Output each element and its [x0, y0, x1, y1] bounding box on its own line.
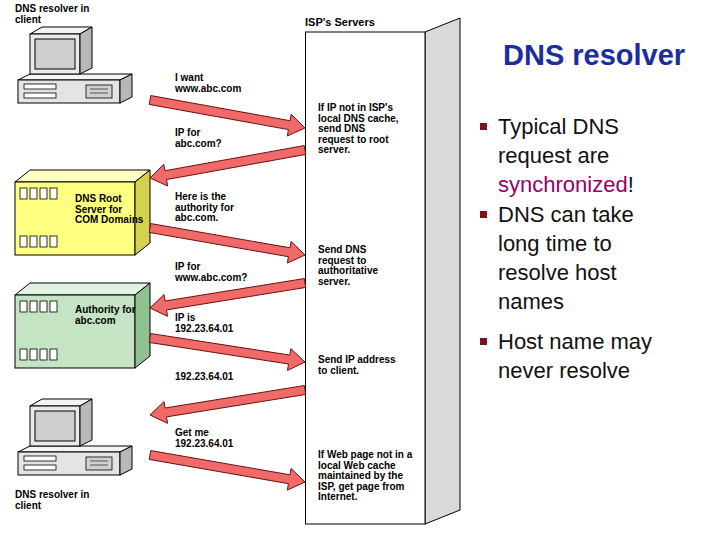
illustration-part [40, 236, 47, 247]
punctuation: ! [628, 172, 634, 197]
server-side [135, 283, 150, 368]
illustration-part [20, 301, 27, 312]
node-text: DNS resolver in client [15, 490, 95, 511]
server-top [15, 170, 150, 182]
illustration-part [30, 301, 37, 312]
bullet-body: DNS can take long time to resolve host n… [498, 200, 670, 316]
bullet-text: Host name may never resolve [498, 329, 652, 383]
bullet-item: Typical DNS request aresynchronized! [478, 112, 708, 199]
illustration-part [50, 301, 57, 312]
illustration-part [40, 301, 47, 312]
node-text: If IP not in ISP's local DNS cache, send… [318, 103, 404, 156]
bullet-item: Host name may never resolve [478, 327, 708, 385]
computer-icon [18, 27, 132, 103]
bullet-line: synchronized! [498, 170, 670, 199]
bullet-body: Typical DNS request aresynchronized! [498, 112, 670, 199]
illustration-part [50, 349, 57, 360]
authority-server-box: Authority for abc.com [15, 283, 150, 368]
arrow-label: Get me 192.23.64.01 [175, 428, 247, 449]
bullet-marker [480, 338, 487, 345]
highlight-word: synchronized [498, 172, 628, 197]
drive-slots [20, 301, 57, 360]
request-arrow [149, 334, 305, 371]
bullet-marker [480, 211, 487, 218]
column-heading: ISP's Servers [305, 16, 420, 28]
computer-icon [18, 399, 132, 475]
server-side [135, 170, 150, 255]
request-arrow [150, 279, 306, 317]
bullet-body: Host name may never resolve [498, 327, 670, 385]
root-server-illustration [15, 170, 150, 255]
bullet-item: DNS can take long time to resolve host n… [478, 200, 708, 316]
request-arrow [149, 451, 305, 491]
node-text: DNS Root Server for COM Domains [75, 194, 145, 226]
illustration-part [40, 188, 47, 199]
node-text: DNS resolver in client [15, 4, 95, 25]
bullet-text: Typical DNS request are [498, 114, 619, 168]
root-server-box: DNS Root Server for COM Domains [15, 170, 150, 255]
illustration-part [50, 236, 57, 247]
node-text: Send IP address to client. [318, 355, 404, 376]
illustration-part [30, 188, 37, 199]
request-arrow [149, 224, 305, 264]
authority-server-illustration [15, 283, 150, 368]
illustration-part [30, 349, 37, 360]
illustration-part [30, 236, 37, 247]
node-text: If Web page not in a local Web cache mai… [318, 450, 418, 503]
arrow-label: IP is 192.23.64.01 [175, 313, 247, 334]
column-front [306, 32, 426, 524]
arrow-label: 192.23.64.01 [175, 372, 255, 383]
illustration-part [20, 349, 27, 360]
bullet-marker [480, 123, 487, 130]
request-arrow [149, 96, 305, 136]
node-text: Authority for abc.com [75, 305, 137, 326]
request-arrow [150, 146, 306, 186]
illustration-part [40, 349, 47, 360]
client-computer: DNS resolver in client [15, 4, 150, 108]
illustration-part [50, 188, 57, 199]
arrow-label: IP for www.abc.com? [175, 262, 247, 283]
isp-server-column: ISP's Servers If IP not in ISP's local DN… [305, 14, 465, 528]
node-text: Send DNS request to authoritative server… [318, 245, 404, 287]
arrow-label: IP for abc.com? [175, 128, 225, 149]
client-computer: DNS resolver in client [15, 385, 150, 510]
arrow-label: I want www.abc.com [175, 73, 255, 94]
slide-title: DNS resolver [503, 38, 685, 72]
drive-slots [20, 188, 57, 247]
column-side [425, 18, 460, 524]
server-top [15, 283, 150, 295]
request-arrow [150, 386, 306, 424]
illustration-part [20, 236, 27, 247]
bullet-text: DNS can take long time to resolve host n… [498, 202, 634, 314]
illustration-part [20, 188, 27, 199]
arrow-label: Here is the authority for abc.com. [175, 192, 241, 224]
